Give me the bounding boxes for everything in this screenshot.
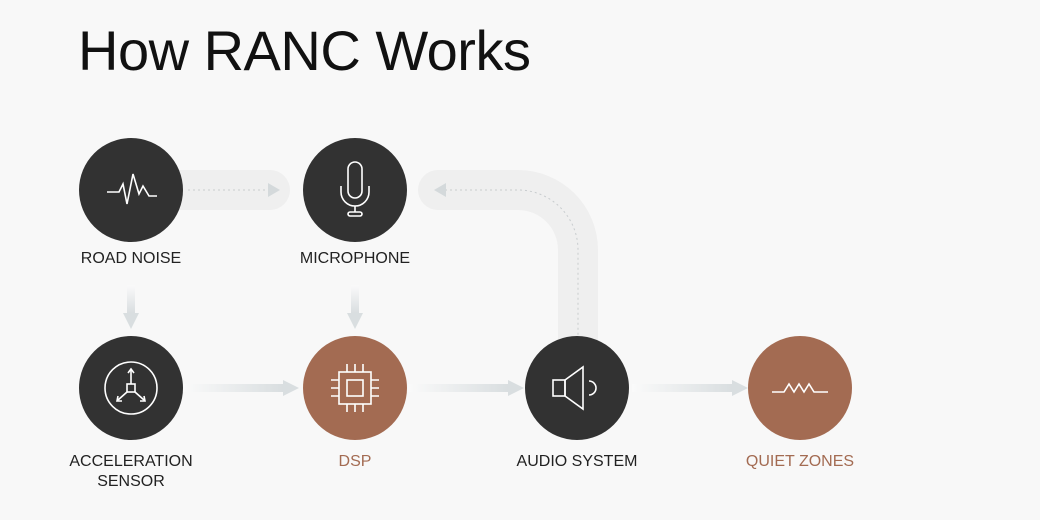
chip-icon [331,364,379,412]
label-quiet-zones: QUIET ZONES [745,453,855,470]
label-line-2: SENSOR [97,473,165,490]
microphone-icon [340,161,370,217]
arrow-audio-to-quiet [632,380,748,396]
label-dsp: DSP [338,453,372,470]
node-quiet-zones [748,336,852,440]
arrow-dsp-to-audio [408,380,524,396]
label-road-noise: ROAD NOISE [80,250,182,267]
speaker-icon [552,365,597,411]
connector-road-to-mic [170,170,290,210]
arrow-road-to-accel [123,285,139,329]
node-road-noise [79,138,183,242]
connector-audio-to-mic [418,170,598,345]
label-microphone: MICROPHONE [299,250,411,267]
axes-sensor-icon [104,361,158,415]
node-audio-system [525,336,629,440]
label-audio-system: AUDIO SYSTEM [516,453,638,470]
page-title: How RANC Works [78,19,531,82]
node-acceleration-sensor [79,336,183,440]
node-microphone [303,138,407,242]
flat-wave-icon [772,382,828,394]
node-dsp [303,336,407,440]
label-line-1: ACCELERATION [69,453,193,470]
arrow-mic-to-dsp [347,285,363,329]
waveform-icon [107,173,157,205]
label-acceleration-sensor: ACCELERATION SENSOR [41,452,221,492]
arrow-accel-to-dsp [183,380,299,396]
